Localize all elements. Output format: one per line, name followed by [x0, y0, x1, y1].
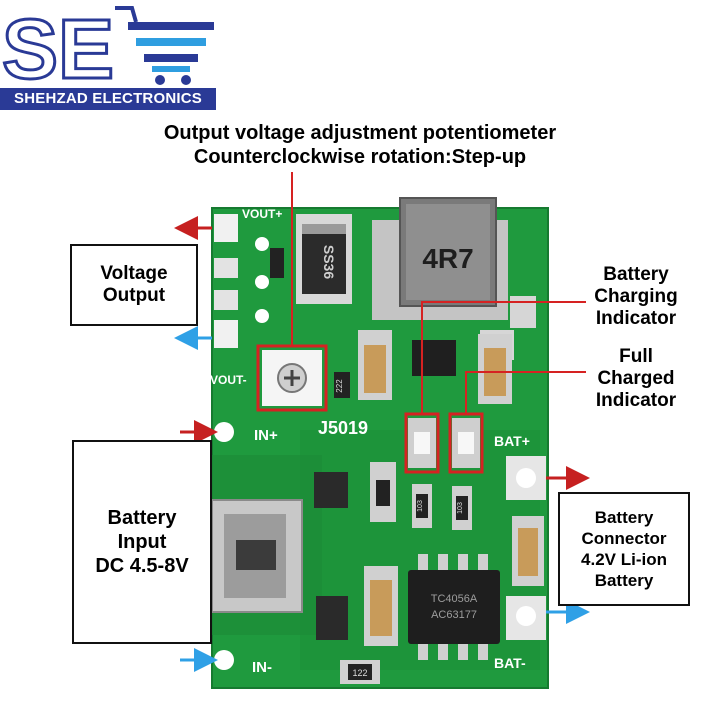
potentiometer — [262, 350, 322, 406]
callout-battery-connector: Battery Connector 4.2V Li-ion Battery — [558, 492, 690, 606]
silk-bat-plus: BAT+ — [494, 433, 530, 449]
callout-text: 4.2V Li-ion — [581, 550, 667, 569]
inductor-label: 4R7 — [422, 243, 473, 274]
silk-bat-minus: BAT- — [494, 655, 526, 671]
cart-wheel-icon — [155, 75, 165, 85]
label-charging-indicator: Battery Charging Indicator — [576, 264, 696, 330]
micro-usb-connector — [211, 499, 303, 613]
pad — [316, 596, 348, 640]
callout-voltage-output: Voltage Output — [70, 244, 198, 326]
transistor — [412, 340, 456, 376]
led-full — [452, 418, 480, 468]
silk-in-minus: IN- — [252, 659, 272, 676]
in-plus-pad — [214, 422, 234, 442]
led-charging — [408, 418, 436, 468]
logo-line-4 — [152, 66, 190, 72]
callout-text: Battery — [594, 571, 654, 590]
logo-letters: SE — [2, 2, 114, 90]
leader-full — [465, 371, 586, 414]
capacitor — [512, 516, 544, 586]
resistor-small — [270, 248, 284, 278]
pot-code: 222 — [335, 379, 344, 393]
silk-in-plus: IN+ — [254, 427, 278, 444]
callout-text: Voltage — [100, 263, 168, 284]
label-full-indicator: Full Charged Indicator — [576, 346, 696, 412]
brand-name: SHEHZAD ELECTRONICS — [0, 88, 216, 110]
pad — [314, 472, 348, 508]
logo-line-1 — [128, 22, 214, 30]
callout-text: Indicator — [595, 308, 677, 329]
callout-text: Charged — [597, 368, 675, 389]
resistor-label-mid: 103 — [457, 502, 464, 514]
ic-line-1: TC4056A — [431, 593, 478, 605]
resistor-pot — [334, 372, 350, 398]
callout-text: DC 4.5-8V — [95, 555, 189, 577]
callout-text: Battery — [603, 264, 669, 285]
logo-graphic: SE — [1, 1, 214, 98]
vout-pads — [214, 214, 269, 348]
logo-line-2 — [136, 38, 206, 46]
capacitor — [478, 334, 512, 404]
callout-text: Input — [117, 531, 167, 553]
capacitor — [358, 330, 392, 400]
callout-text: Indicator — [595, 390, 677, 411]
resistor-body — [376, 480, 390, 506]
resistor-label-left: 103 — [417, 500, 424, 512]
callout-text: Full — [619, 346, 653, 367]
callout-battery-input: Battery Input DC 4.5-8V — [72, 440, 212, 644]
leader-charging — [421, 301, 586, 414]
silk-vout-minus: VOUT- — [210, 373, 247, 387]
callout-text: Output — [102, 285, 166, 306]
cart-wheel-icon — [181, 75, 191, 85]
silk-vout-plus: VOUT+ — [242, 207, 282, 221]
logo-line-3 — [144, 54, 198, 62]
header-line-2: Counterclockwise rotation:Step-up — [193, 146, 527, 168]
callout-text: Charging — [594, 286, 678, 307]
inductor-4r7 — [372, 197, 508, 320]
capacitor — [364, 566, 398, 646]
resistor-bottom-label: 122 — [352, 668, 367, 678]
diode-label: SS36 — [321, 245, 337, 279]
silk-board-id: J5019 — [318, 418, 368, 438]
callout-text: Connector — [581, 529, 667, 548]
diode-ss36 — [296, 214, 352, 304]
in-minus-pad — [214, 650, 234, 670]
callout-text: Battery — [107, 507, 177, 529]
header-line-1: Output voltage adjustment potentiometer — [163, 122, 557, 144]
brand-logo: SE SHEHZAD ELECTRONICS — [0, 0, 220, 112]
pad — [510, 296, 536, 328]
callout-text: Battery — [594, 508, 654, 527]
ic-line-2: AC63177 — [431, 609, 477, 621]
ic-tc4056a — [408, 554, 500, 660]
cart-handle-icon — [115, 6, 138, 23]
